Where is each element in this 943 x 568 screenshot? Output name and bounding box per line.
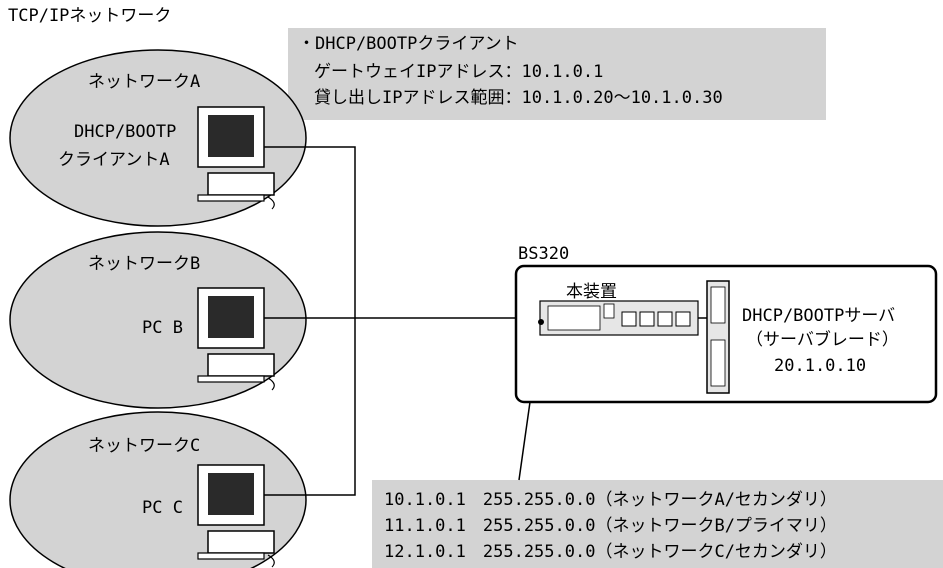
- pc-c-icon: [197, 464, 275, 568]
- dhcp-settings-line1: ・DHCP/BOOTPクライアント: [298, 34, 519, 54]
- dhcp-settings-box: [288, 28, 826, 120]
- network-b-label: ネットワークB: [88, 254, 201, 274]
- interface-line-1: 10.1.0.1 255.255.0.0（ネットワークA/セカンダリ）: [384, 490, 837, 510]
- interface-line-3: 12.1.0.1 255.255.0.0（ネットワークC/セカンダリ）: [384, 542, 837, 562]
- device-label: 本装置: [566, 282, 617, 302]
- pc-c-label: PC C: [142, 498, 183, 518]
- dhcp-settings-line3: 貸し出しIPアドレス範囲：10.1.0.20～10.1.0.30: [314, 88, 723, 108]
- interfaces-box: [372, 480, 943, 568]
- pc-b-icon: [197, 287, 275, 391]
- pc-a-label-line1: DHCP/BOOTP: [74, 122, 177, 142]
- pc-a-label-line2: クライアントA: [58, 150, 170, 170]
- pc-b-label: PC B: [142, 318, 183, 338]
- dhcp-settings-line2: ゲートウェイIPアドレス：10.1.0.1: [314, 62, 604, 82]
- server-label-line2: （サーバブレード）: [746, 330, 899, 350]
- pc-a-icon: [197, 106, 275, 210]
- server-blade-icon: [706, 280, 730, 394]
- server-ip-label: 20.1.0.10: [774, 356, 867, 376]
- link-network-a: [262, 146, 356, 496]
- network-c-label: ネットワークC: [88, 436, 201, 456]
- network-a-label: ネットワークA: [88, 72, 201, 92]
- server-label-line1: DHCP/BOOTPサーバ: [742, 306, 896, 326]
- page-title: TCP/IPネットワーク: [8, 6, 172, 26]
- bs320-label: BS320: [518, 244, 570, 264]
- network-c-ellipse: [9, 411, 307, 568]
- switch-device-icon: [538, 300, 699, 336]
- interface-line-2: 11.1.0.1 255.255.0.0（ネットワークB/プライマリ）: [384, 516, 837, 536]
